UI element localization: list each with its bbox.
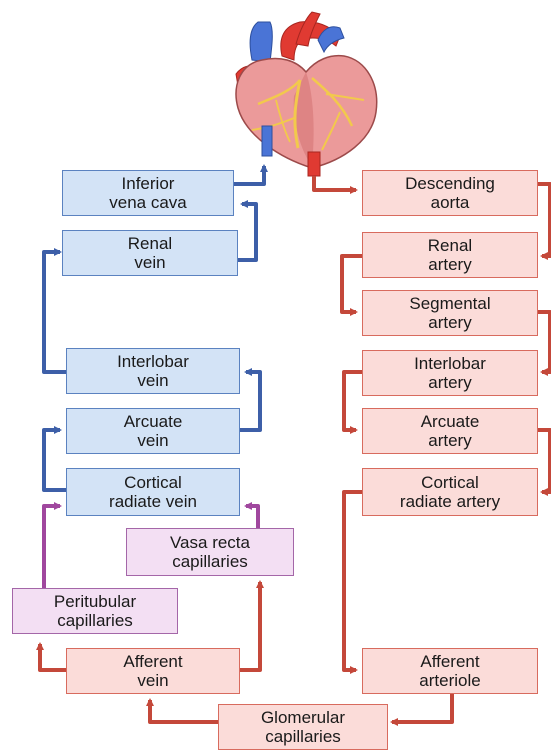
node-label: Vasa recta capillaries [170,533,250,571]
arrow-heart-to-descending-aorta [314,176,356,190]
heart-icon [236,12,377,176]
arrow-arcuate-vein-to-interlobar-vein [240,372,260,430]
arrow-ivc-to-heart [234,166,264,184]
node-renal-vein: Renal vein [62,230,238,276]
node-interlobar-artery: Interlobar artery [362,350,538,396]
node-peritubular-capillaries: Peritubular capillaries [12,588,178,634]
node-label: Interlobar vein [117,352,189,390]
node-interlobar-vein: Interlobar vein [66,348,240,394]
arrow-renal-vein-to-ivc [238,204,256,260]
node-glomerular-capillaries: Glomerular capillaries [218,704,388,750]
arrow-vasa-recta-to-cortical-vein [246,506,258,528]
node-descending-aorta: Descending aorta [362,170,538,216]
node-label: Afferent arteriole [419,652,480,690]
node-label: Renal artery [428,236,472,274]
node-label: Interlobar artery [414,354,486,392]
arrow-cortical-artery-to-afferent-arteriole [344,492,362,670]
node-label: Cortical radiate artery [400,473,500,511]
node-renal-artery: Renal artery [362,232,538,278]
arrow-segmental-to-interlobar-artery [538,312,550,372]
arrow-renal-to-segmental-artery [342,256,362,312]
node-afferent-vein: Afferent vein [66,648,240,694]
node-vasa-recta-capillaries: Vasa recta capillaries [126,528,294,576]
arrow-cortical-vein-to-arcuate-vein [44,430,66,490]
node-label: Segmental artery [409,294,490,332]
arrow-arteriole-to-glomerular [392,694,452,722]
node-arcuate-vein: Arcuate vein [66,408,240,454]
node-label: Peritubular capillaries [54,592,136,630]
arrow-aorta-to-renal-artery [538,184,550,256]
node-segmental-artery: Segmental artery [362,290,538,336]
arrow-interlobar-to-arcuate-artery [344,372,362,430]
arrow-arcuate-to-cortical-artery [538,430,550,492]
node-label: Renal vein [128,234,172,272]
arrow-glomerular-to-afferent-vein [150,700,218,722]
arrow-afferent-vein-to-peritubular [40,644,66,670]
node-label: Glomerular capillaries [261,708,345,746]
node-label: Inferior vena cava [109,174,187,212]
node-label: Afferent vein [123,652,182,690]
node-inferior-vena-cava: Inferior vena cava [62,170,234,216]
arrow-afferent-vein-to-vasa-recta [240,582,260,670]
node-label: Descending aorta [405,174,495,212]
node-arcuate-artery: Arcuate artery [362,408,538,454]
node-label: Arcuate artery [421,412,480,450]
node-cortical-radiate-vein: Cortical radiate vein [66,468,240,516]
node-afferent-arteriole: Afferent arteriole [362,648,538,694]
node-cortical-radiate-artery: Cortical radiate artery [362,468,538,516]
node-label: Cortical radiate vein [109,473,197,511]
node-label: Arcuate vein [124,412,183,450]
arrow-peritubular-to-cortical-vein [44,506,60,588]
